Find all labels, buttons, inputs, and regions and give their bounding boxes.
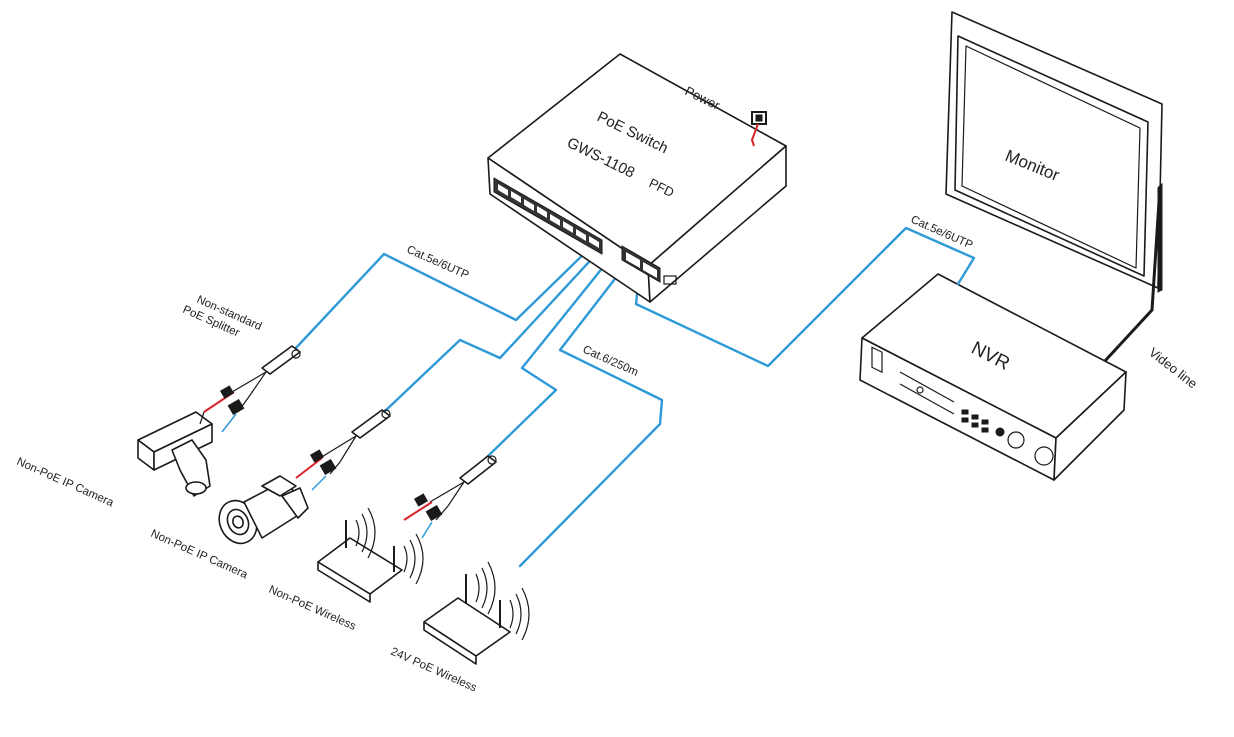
device-label-wireless-1: Non-PoE Wireless xyxy=(267,584,358,633)
poe-ports xyxy=(493,177,603,255)
nvr-power-switch xyxy=(871,346,883,374)
poe-splitter-2 xyxy=(295,409,391,491)
video-line-label: Video line xyxy=(1146,345,1200,392)
device-label-camera-1: Non-PoE IP Camera xyxy=(15,456,116,510)
wireless-ap-2 xyxy=(423,561,530,665)
poe-splitter-1 xyxy=(203,345,301,433)
power-connector xyxy=(750,111,767,147)
cable-camera-2 xyxy=(382,248,602,414)
cable-wireless-2 xyxy=(518,260,664,568)
ip-camera-2 xyxy=(218,475,309,545)
nvr: NVR xyxy=(859,273,1127,481)
poe-switch: PoE Switch GWS-1108 PFD xyxy=(487,53,787,303)
cable-camera-1 xyxy=(292,244,594,352)
monitor: Monitor xyxy=(945,11,1163,293)
cable-camera-label: Cat.5e/6UTP xyxy=(405,244,471,282)
video-line-cable xyxy=(1102,185,1162,364)
uplink-ports xyxy=(621,245,677,285)
cable-wireless-1 xyxy=(484,254,614,460)
cable-uplink-nvr xyxy=(634,226,976,368)
poe-splitter-3 xyxy=(403,455,497,539)
nvr-front-buttons xyxy=(961,409,1054,466)
ip-camera-1 xyxy=(137,411,213,497)
wireless-ap-1 xyxy=(317,507,424,603)
